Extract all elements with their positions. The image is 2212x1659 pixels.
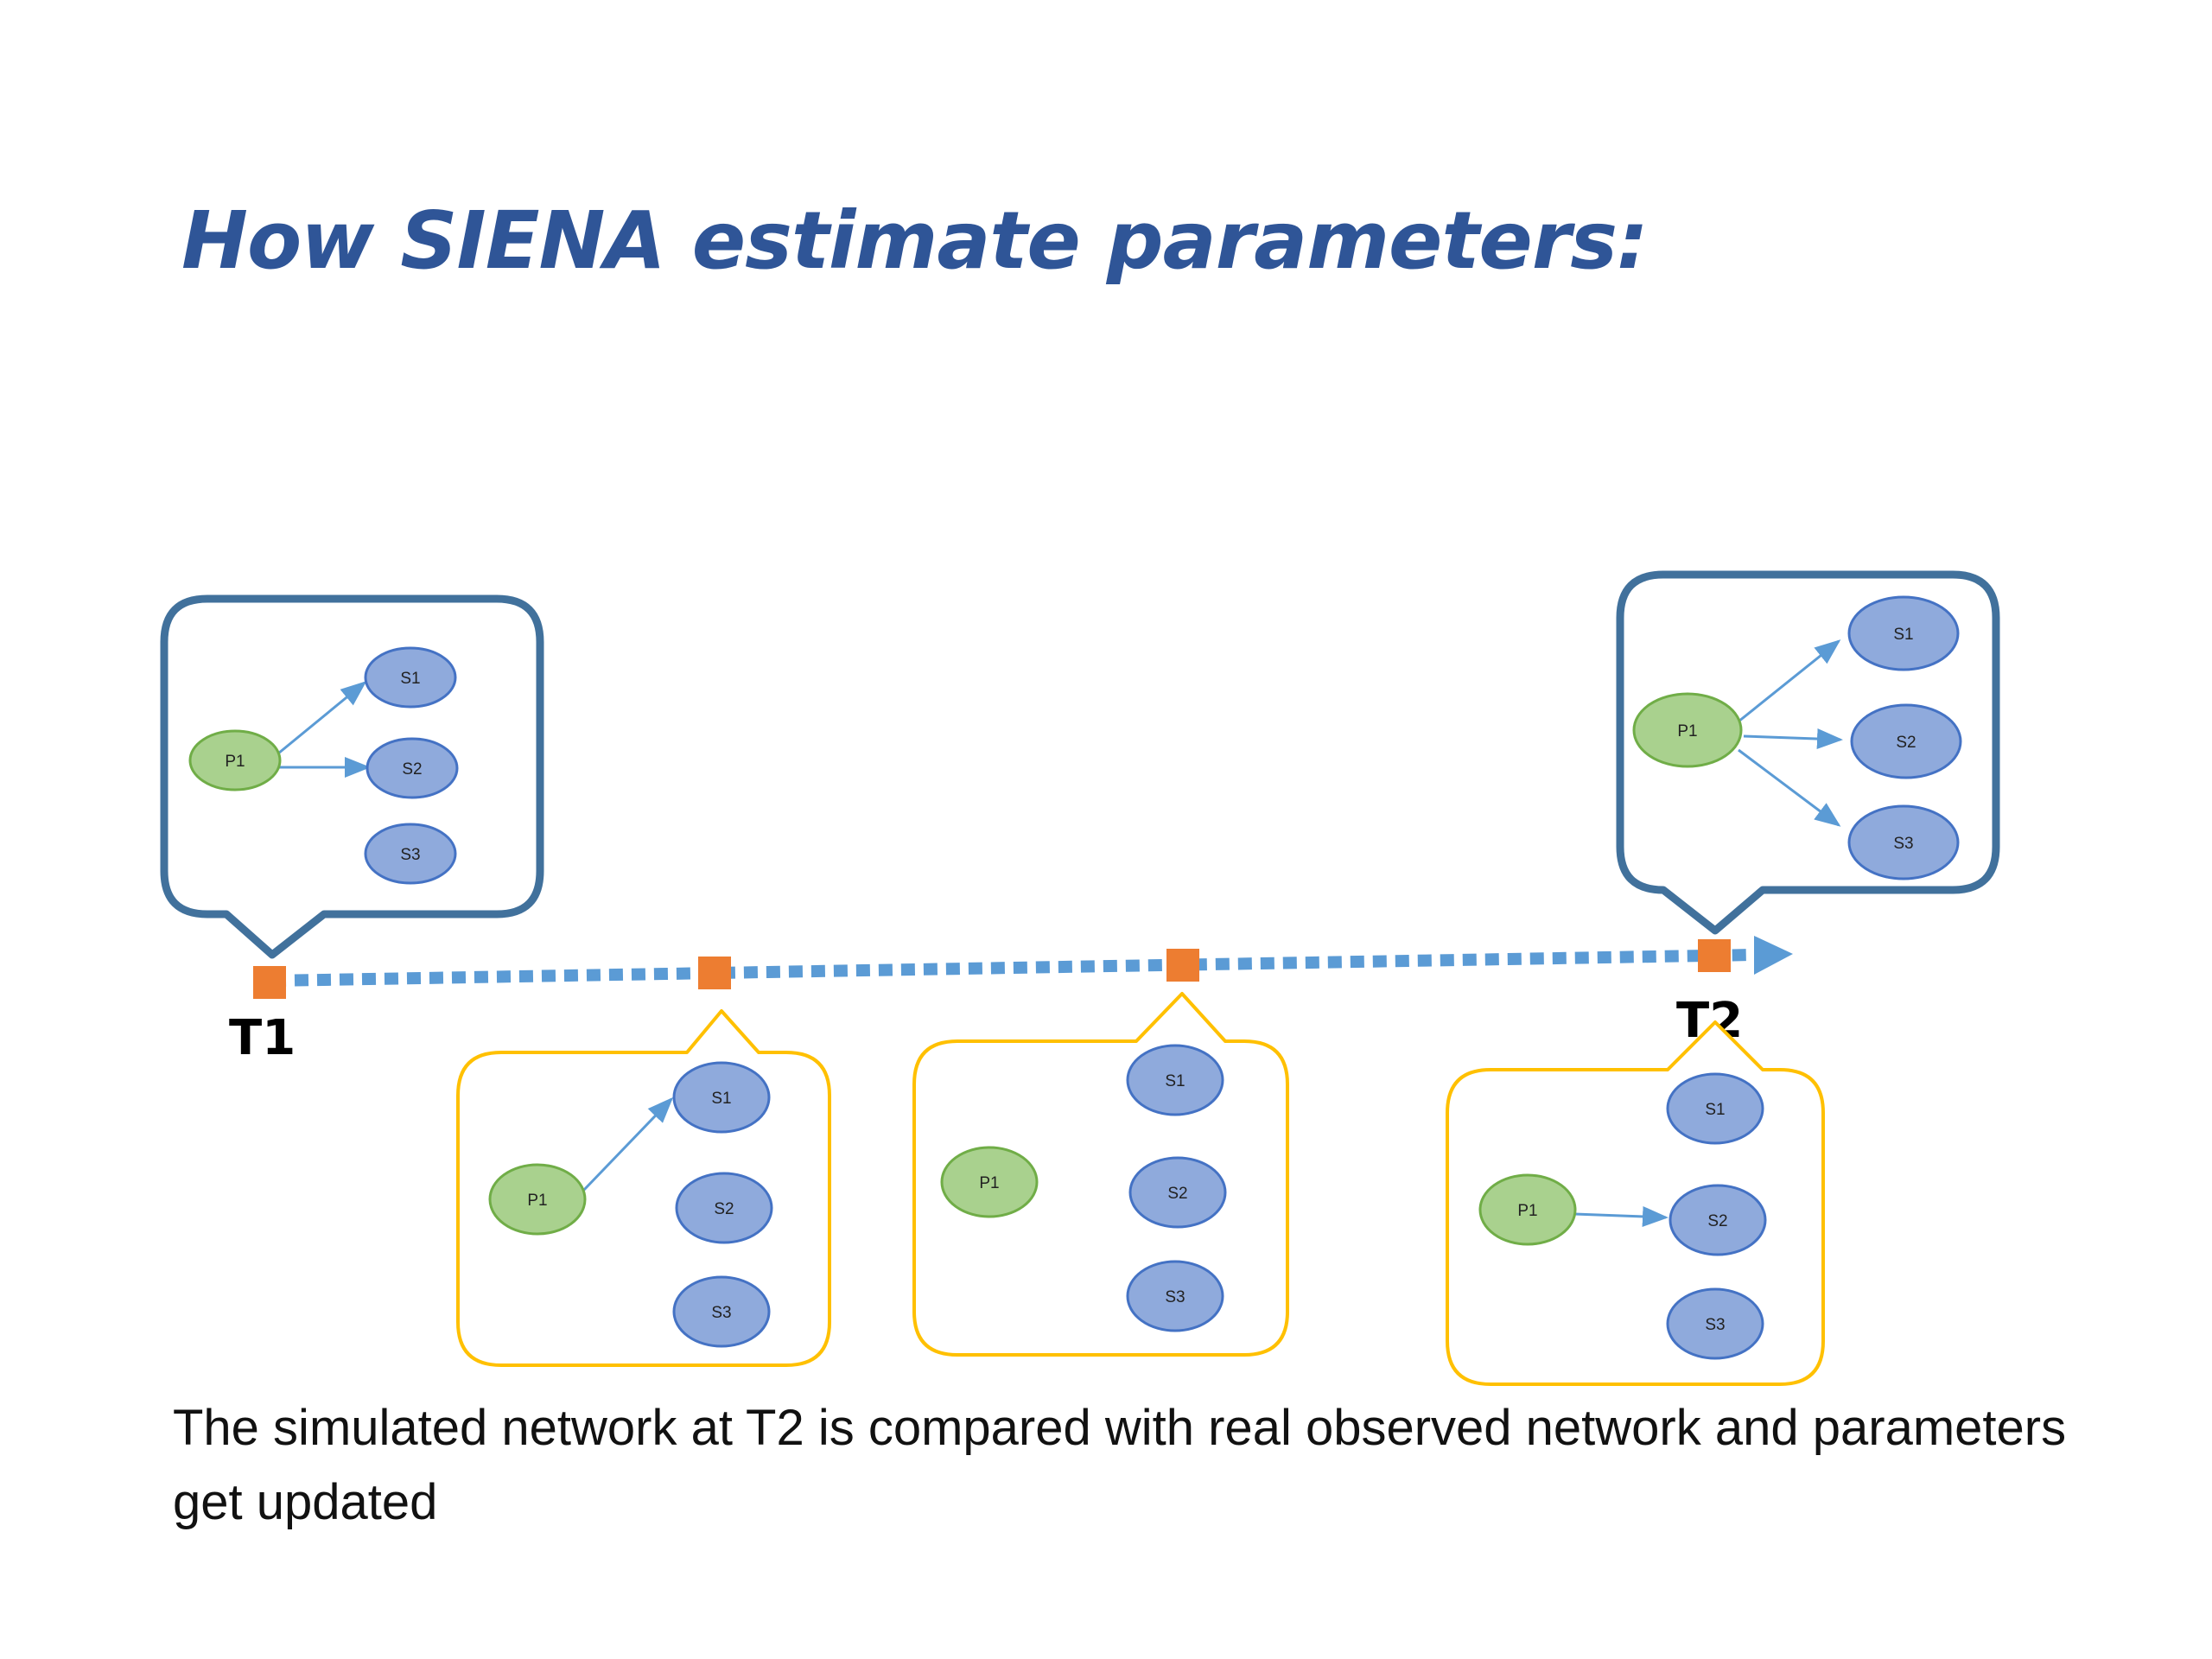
node-p1 [488, 1163, 587, 1236]
callout-simulated-1: P1 S1 S2 S3 [456, 1009, 831, 1367]
node-label-s1: S1 [711, 1090, 731, 1108]
node-s3 [1666, 1287, 1764, 1360]
node-s1 [1126, 1044, 1224, 1116]
edge-p1-s2 [1743, 728, 1843, 750]
node-s3 [1847, 804, 1960, 880]
timeline-dotted-line [271, 949, 1755, 987]
node-label-s1: S1 [400, 670, 420, 688]
label-t1: T1 [229, 1010, 296, 1066]
node-label-s3: S3 [400, 846, 420, 864]
timeline-arrowhead [1754, 936, 1793, 975]
node-label-p1: P1 [1677, 722, 1697, 741]
node-label-s2: S2 [1707, 1212, 1727, 1230]
node-s2 [365, 737, 459, 799]
node-p1 [940, 1146, 1039, 1218]
node-label-p1: P1 [225, 753, 245, 771]
node-label-p1: P1 [1517, 1202, 1537, 1220]
time-marker-sim-1 [698, 957, 731, 989]
time-marker-sim-2 [1166, 949, 1199, 982]
node-s2 [1128, 1156, 1227, 1229]
edge-p1-s1 [277, 681, 367, 755]
node-s2 [1669, 1184, 1767, 1256]
node-p1 [188, 729, 282, 791]
callout-simulated-2: P1 S1 S2 S3 [912, 992, 1289, 1357]
node-label-s2: S2 [1167, 1185, 1187, 1203]
callout-observed-t2: P1 S1 S2 S3 [1616, 570, 2000, 935]
node-label-s3: S3 [1705, 1316, 1725, 1334]
node-s3 [364, 823, 457, 885]
node-label-s1: S1 [1165, 1072, 1185, 1090]
node-label-p1: P1 [527, 1192, 547, 1210]
edge-p1-s2 [1573, 1205, 1669, 1227]
node-s3 [672, 1275, 771, 1348]
node-label-s1: S1 [1705, 1101, 1725, 1119]
time-marker-t2 [1698, 939, 1731, 972]
edge-p1-s1 [582, 1096, 674, 1192]
node-s2 [1850, 703, 1962, 779]
node-s3 [1126, 1260, 1224, 1332]
node-s1 [1847, 595, 1960, 671]
node-label-s2: S2 [1896, 734, 1916, 752]
node-s1 [1666, 1072, 1764, 1145]
slide-caption: The simulated network at T2 is compared … [173, 1400, 2067, 1530]
slide-title: How SIENA estimate parameters: [181, 194, 1649, 287]
node-label-s3: S3 [1165, 1288, 1185, 1306]
node-label-p1: P1 [979, 1174, 999, 1192]
edge-p1-s1 [1738, 639, 1841, 723]
node-p1 [1632, 692, 1743, 768]
node-label-s3: S3 [711, 1304, 731, 1322]
edge-p1-s3 [1738, 748, 1841, 827]
time-marker-t1 [253, 966, 286, 999]
node-label-s2: S2 [402, 760, 422, 779]
node-label-s3: S3 [1893, 835, 1913, 853]
callout-simulated-t2: P1 S1 S2 S3 [1446, 1020, 1825, 1386]
callout-observed-t1: P1 S1 S2 S3 [160, 594, 544, 959]
node-label-s1: S1 [1893, 626, 1913, 644]
node-p1 [1478, 1173, 1577, 1246]
node-s2 [675, 1172, 773, 1244]
node-s1 [364, 646, 457, 709]
node-label-s2: S2 [714, 1200, 734, 1218]
node-s1 [672, 1061, 771, 1134]
